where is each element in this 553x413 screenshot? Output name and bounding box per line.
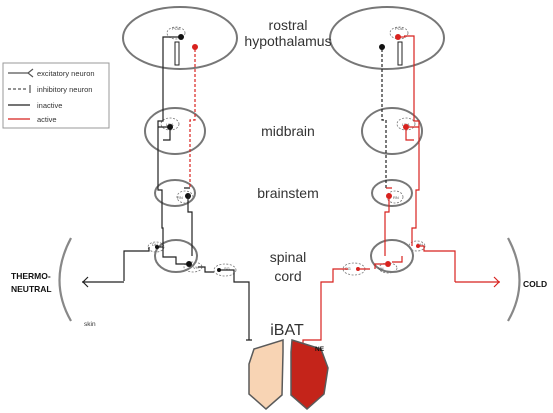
- right-efferent-pathway: [302, 268, 370, 347]
- legend-inactive-label: inactive: [37, 101, 62, 110]
- right-lba-soma: [403, 124, 409, 130]
- left-sg-nucleus: [213, 263, 237, 277]
- left-lba-soma: [167, 124, 173, 130]
- left-sg-label: SG: [224, 266, 230, 271]
- left-skin-arc: [58, 237, 72, 322]
- bat-thermoneutral: [248, 338, 284, 410]
- right-vh-link: [374, 263, 385, 269]
- left-poa-nucleus: [166, 26, 186, 40]
- left-inhibitory-soma: [192, 44, 198, 50]
- left-vh-soma: [186, 261, 192, 267]
- right-poa-box: [397, 41, 403, 66]
- legend-inhibitory-label: inhibitory neuron: [37, 85, 92, 94]
- right-sg-soma: [356, 267, 360, 271]
- region-label-spinal: spinal: [270, 249, 307, 265]
- left-inhibitory-pathway: [189, 49, 196, 188]
- left-excitatory-pathway: [157, 36, 186, 265]
- right-spinal-cord-outline: [370, 239, 414, 273]
- legend-box: [2, 62, 110, 129]
- left-poa-box: [174, 41, 180, 66]
- right-afferent-pathway: [419, 245, 456, 282]
- right-excitatory-pathway: [392, 35, 420, 263]
- right-dh-soma: [416, 244, 420, 248]
- legend: excitatory neuron inhibitory neuron inac…: [2, 62, 110, 129]
- ibat-depots: [248, 338, 329, 410]
- legend-excitatory-icon: [27, 68, 34, 78]
- right-rostral-hypothalamus-outline: [329, 6, 445, 70]
- bat-cold: [290, 339, 329, 410]
- left-lba-synapse: [158, 126, 171, 141]
- left-midbrain-outline: [144, 107, 206, 155]
- right-poa-label: POA: [395, 26, 404, 31]
- right-circuit: POA LBA RN DH VH SG: [302, 6, 521, 347]
- legend-excitatory-label: excitatory neuron: [37, 69, 95, 78]
- left-dh-label: DH: [152, 242, 158, 247]
- left-brainstem-outline: [154, 179, 196, 207]
- right-dh-label: DH: [417, 242, 423, 247]
- right-skin-arc: [507, 237, 521, 322]
- left-rn-synapse: [184, 187, 190, 199]
- right-rn-link: [384, 199, 390, 256]
- ne-label: NE: [315, 346, 325, 353]
- left-efferent-pathway: [198, 266, 252, 341]
- skin-label: skin: [84, 321, 96, 328]
- right-dh-nucleus: [408, 240, 426, 252]
- thermoneutral-label-line1: THERMO-: [11, 271, 51, 281]
- cold-label: COLD: [523, 279, 547, 289]
- left-poa-label: POA: [172, 26, 181, 31]
- region-label-hypothalamus: hypothalamus: [244, 33, 331, 49]
- left-dh-soma: [155, 245, 159, 249]
- left-vh-label: VH: [193, 265, 199, 270]
- left-poa-soma: [178, 34, 184, 40]
- right-vh-soma: [385, 261, 391, 267]
- right-vh-label: VH: [378, 266, 384, 271]
- thermoneutral-label-line2: NEUTRAL: [11, 284, 52, 294]
- right-brainstem-outline: [371, 179, 413, 207]
- left-rn-link: [187, 199, 193, 256]
- left-dh-nucleus: [147, 241, 165, 253]
- region-label-cord: cord: [274, 268, 301, 284]
- right-rn-synapse: [386, 187, 392, 199]
- left-afferent-pathway: [123, 247, 150, 281]
- right-inhibitory-pathway: [381, 49, 387, 188]
- left-rn-nucleus: [176, 190, 194, 204]
- left-rn-soma: [185, 193, 191, 199]
- left-rn-label: RN: [177, 195, 183, 200]
- left-spinal-cord-outline: [154, 239, 198, 273]
- right-inhibitory-soma: [379, 44, 385, 50]
- region-label-rostral: rostral: [269, 17, 308, 33]
- right-lba-synapse: [405, 126, 419, 141]
- left-sg-soma: [217, 268, 221, 272]
- left-circuit: POA LBA RN DH VH SG: [58, 6, 252, 341]
- right-midbrain-outline: [361, 107, 423, 155]
- right-poa-soma: [395, 34, 401, 40]
- region-label-brainstem: brainstem: [257, 185, 318, 201]
- left-rostral-hypothalamus-outline: [122, 6, 238, 70]
- region-label-ibat: iBAT: [270, 322, 304, 339]
- region-label-midbrain: midbrain: [261, 123, 315, 139]
- left-receptor-ending: [82, 276, 89, 288]
- legend-active-label: active: [37, 115, 57, 124]
- right-rn-label: RN: [393, 195, 399, 200]
- right-receptor-ending: [493, 276, 500, 288]
